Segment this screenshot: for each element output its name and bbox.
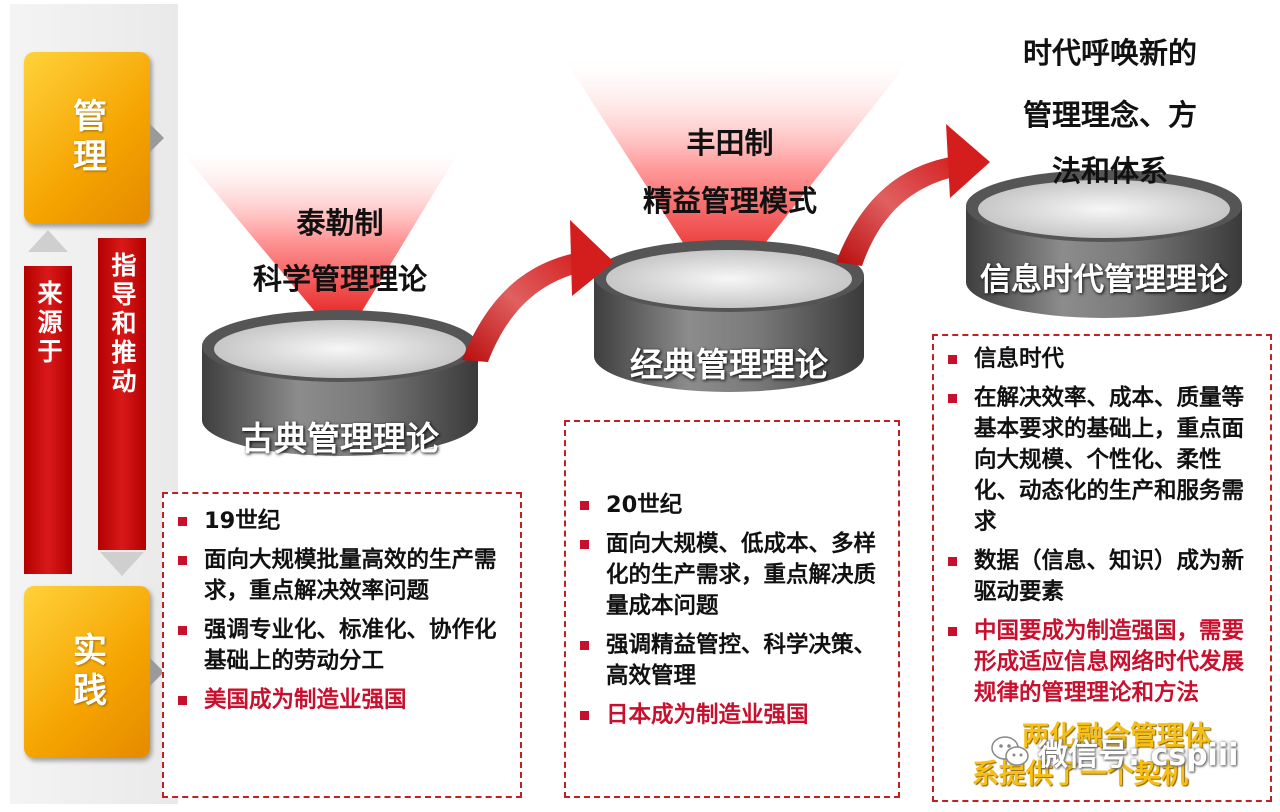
cylinder-2 — [594, 240, 864, 392]
stage-3-cylinder-label: 信息时代管理理论 — [980, 262, 1228, 298]
stage-1-bullet: 19世纪 — [164, 506, 512, 537]
stage-2-bullet: 20世纪 — [566, 490, 888, 521]
wechat-icon — [991, 736, 1029, 766]
arrow-down-icon — [100, 552, 144, 576]
curved-arrow-1-icon — [462, 220, 614, 362]
stage-3-closing-line2: 系提供了一个契机 — [972, 759, 1188, 790]
practice-pointer-icon — [150, 658, 164, 686]
management-label: 管理 — [66, 98, 107, 178]
stage-1-heading-line1: 泰勒制 — [296, 206, 384, 240]
stage-3-description-box: 信息时代 在解决效率、成本、质量等基本要求的基础上，重点面向大规模、个性化、柔性… — [932, 334, 1272, 802]
stage-3-bullet: 数据（信息、知识）成为新驱动要素 — [934, 546, 1260, 608]
cone-2 — [565, 60, 910, 300]
cone-1 — [180, 150, 460, 344]
practice-box: 实践 — [24, 586, 150, 758]
stage-3-heading-line3: 法和体系 — [1051, 154, 1168, 188]
stage-1-bullet-list: 19世纪 面向大规模批量高效的生产需求，重点解决效率问题 强调专业化、标准化、协… — [164, 506, 512, 716]
stage-1-cylinder-label: 古典管理理论 — [241, 419, 439, 458]
stage-2-bullet-list: 20世纪 面向大规模、低成本、多样化的生产需求，重点解决质量成本问题 强调精益管… — [566, 490, 888, 731]
stage-2-bullet: 强调精益管控、科学决策、高效管理 — [566, 630, 888, 692]
stage-3-closing-line1: 两化融合管理体 — [1022, 721, 1211, 752]
stage-3-bullet-highlight: 中国要成为制造强国，需要形成适应信息网络时代发展规律的管理理论和方法 — [934, 616, 1260, 709]
curved-arrow-2-icon — [836, 124, 990, 266]
watermark: 微信号: cspiii — [990, 730, 1238, 774]
arrow-up-icon — [28, 230, 68, 252]
stage-2-description-box: 20世纪 面向大规模、低成本、多样化的生产需求，重点解决质量成本问题 强调精益管… — [564, 420, 900, 798]
management-box: 管理 — [24, 52, 150, 224]
management-pointer-icon — [150, 124, 164, 152]
cylinder-3 — [966, 170, 1242, 318]
stage-2-bullet-highlight: 日本成为制造业强国 — [566, 700, 888, 731]
practice-label: 实践 — [66, 632, 107, 712]
stage-2-heading-line1: 丰田制 — [686, 126, 774, 160]
stage-1-bullet-highlight: 美国成为制造业强国 — [164, 685, 512, 716]
watermark-text: 微信号: cspiii — [1038, 738, 1239, 773]
stage-2-bullet: 面向大规模、低成本、多样化的生产需求，重点解决质量成本问题 — [566, 529, 888, 622]
stage-1-bullet: 面向大规模批量高效的生产需求，重点解决效率问题 — [164, 545, 512, 607]
source-from-label: 来源于 — [34, 280, 63, 367]
stage-1-bullet: 强调专业化、标准化、协作化基础上的劳动分工 — [164, 615, 512, 677]
guide-and-drive-bar: 指导和推动 — [98, 238, 146, 550]
stage-3-heading-line1: 时代呼唤新的 — [1022, 36, 1197, 70]
stage-1-description-box: 19世纪 面向大规模批量高效的生产需求，重点解决效率问题 强调专业化、标准化、协… — [162, 492, 522, 798]
source-from-bar: 来源于 — [24, 266, 72, 574]
cylinder-1 — [202, 310, 478, 456]
guide-and-drive-label: 指导和推动 — [108, 252, 137, 397]
stage-3-bullet-list: 信息时代 在解决效率、成本、质量等基本要求的基础上，重点面向大规模、个性化、柔性… — [934, 344, 1260, 709]
stage-3-bullet: 信息时代 — [934, 344, 1260, 375]
stage-2-heading-line2: 精益管理模式 — [642, 184, 817, 218]
stage-3-bullet: 在解决效率、成本、质量等基本要求的基础上，重点面向大规模、个性化、柔性化、动态化… — [934, 383, 1260, 538]
stage-2-cylinder-label: 经典管理理论 — [630, 345, 828, 384]
stage-1-heading-line2: 科学管理理论 — [252, 262, 427, 296]
stage-3-heading-line2: 管理理念、方 — [1022, 98, 1197, 132]
